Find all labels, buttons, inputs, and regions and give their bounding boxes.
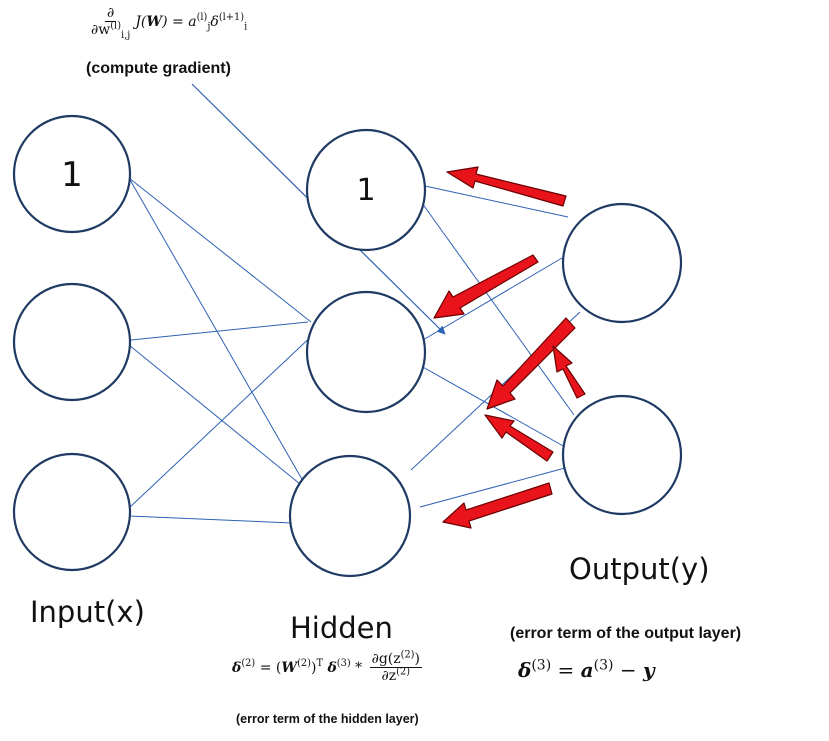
hidden-node bbox=[305, 290, 427, 414]
gradient-var: W bbox=[146, 13, 163, 30]
hidden-num-close: ) bbox=[414, 651, 420, 667]
hidden-den: ∂z bbox=[381, 667, 397, 684]
backprop-arrow bbox=[433, 254, 539, 319]
connection bbox=[128, 330, 318, 509]
backprop-arrow bbox=[486, 317, 576, 410]
connection bbox=[130, 321, 309, 341]
backprop-arrows bbox=[433, 166, 586, 529]
gradient-a-sub: j bbox=[207, 21, 211, 33]
hidden-denominator: ∂z(2) bbox=[380, 666, 413, 684]
hidden-layer bbox=[288, 128, 427, 578]
input-bias-label: 1 bbox=[61, 155, 83, 195]
hidden-error-formula: δ(2) = (W(2))T δ(3) * ∂g(z(2)) ∂z(2) bbox=[232, 649, 422, 684]
input-hidden-connections bbox=[128, 177, 318, 524]
output-layer-label: Output(y) bbox=[569, 552, 710, 586]
hidden-T: T bbox=[316, 658, 323, 670]
hidden-numerator: ∂g(z(2)) bbox=[369, 649, 422, 668]
hidden-error-note: (error term of the hidden layer) bbox=[236, 712, 419, 726]
connection bbox=[128, 515, 293, 524]
input-layer-label: Input(x) bbox=[30, 595, 145, 629]
connection bbox=[128, 177, 312, 323]
output-y: y bbox=[642, 658, 655, 682]
gradient-wrt-sup: (l) bbox=[110, 20, 122, 32]
output-eq: = bbox=[557, 658, 575, 682]
output-node bbox=[561, 394, 683, 516]
hidden-delta-sup: (2) bbox=[241, 658, 256, 670]
hidden-eq: = bbox=[259, 659, 272, 676]
gradient-delta-sub: i bbox=[244, 21, 248, 33]
connection bbox=[421, 202, 575, 416]
input-node-bias bbox=[12, 114, 132, 234]
hidden-num-sup: (2) bbox=[400, 649, 415, 661]
hidden-bias-label: 1 bbox=[356, 173, 375, 208]
input-layer bbox=[12, 114, 132, 572]
gradient-func: J( bbox=[135, 13, 147, 30]
input-node bbox=[12, 282, 132, 402]
output-minus: − bbox=[619, 658, 637, 682]
output-node bbox=[561, 202, 683, 324]
backprop-arrow bbox=[442, 482, 553, 529]
gradient-delta: δ bbox=[210, 13, 219, 30]
output-delta: δ bbox=[518, 658, 532, 682]
backprop-arrow bbox=[446, 166, 567, 207]
hidden-W-sup: (2) bbox=[297, 658, 311, 670]
hidden-den-sup: (2) bbox=[396, 666, 411, 678]
hidden-num: ∂g(z bbox=[371, 651, 401, 667]
output-layer bbox=[561, 202, 683, 516]
gradient-delta-sup: (l+1) bbox=[218, 12, 245, 24]
hidden-node bbox=[288, 454, 412, 578]
gradient-close: ) = a bbox=[162, 13, 197, 30]
hidden-W: W bbox=[281, 659, 298, 676]
connection bbox=[422, 257, 563, 341]
output-a-sup: (3) bbox=[593, 657, 614, 674]
output-error-note: (error term of the output layer) bbox=[510, 625, 742, 642]
gradient-a-sup: (l) bbox=[196, 12, 208, 24]
gradient-formula: ∂ ∂w(l)i,j J(W) = a(l)jδ(l+1)i bbox=[86, 5, 248, 41]
input-node bbox=[12, 452, 132, 572]
hidden-fraction: ∂g(z(2)) ∂z(2) bbox=[369, 649, 422, 684]
connection bbox=[128, 344, 301, 485]
output-delta-sup: (3) bbox=[531, 657, 552, 674]
gradient-denominator: ∂w(l)i,j bbox=[89, 20, 132, 41]
hidden-delta: δ bbox=[232, 659, 242, 676]
compute-gradient-note: (compute gradient) bbox=[86, 60, 231, 77]
hidden-delta3: δ bbox=[327, 659, 337, 676]
hidden-delta3-sup: (3) bbox=[336, 658, 351, 670]
backprop-arrow bbox=[552, 345, 586, 399]
connection bbox=[128, 177, 312, 496]
output-a: a bbox=[580, 658, 594, 682]
connection bbox=[424, 185, 569, 218]
hidden-layer-label: Hidden bbox=[290, 611, 393, 645]
hidden-node-bias bbox=[305, 128, 427, 252]
hidden-star: * bbox=[355, 659, 363, 676]
connection bbox=[419, 467, 566, 508]
gradient-fraction: ∂ ∂w(l)i,j bbox=[89, 5, 132, 41]
gradient-wrt-sub: i,j bbox=[121, 29, 131, 41]
gradient-numerator: ∂ bbox=[105, 5, 117, 22]
backprop-arrow bbox=[484, 414, 554, 462]
gradient-wrt: ∂w bbox=[91, 21, 111, 38]
output-error-formula: δ(3) = a(3) − y bbox=[518, 658, 655, 682]
